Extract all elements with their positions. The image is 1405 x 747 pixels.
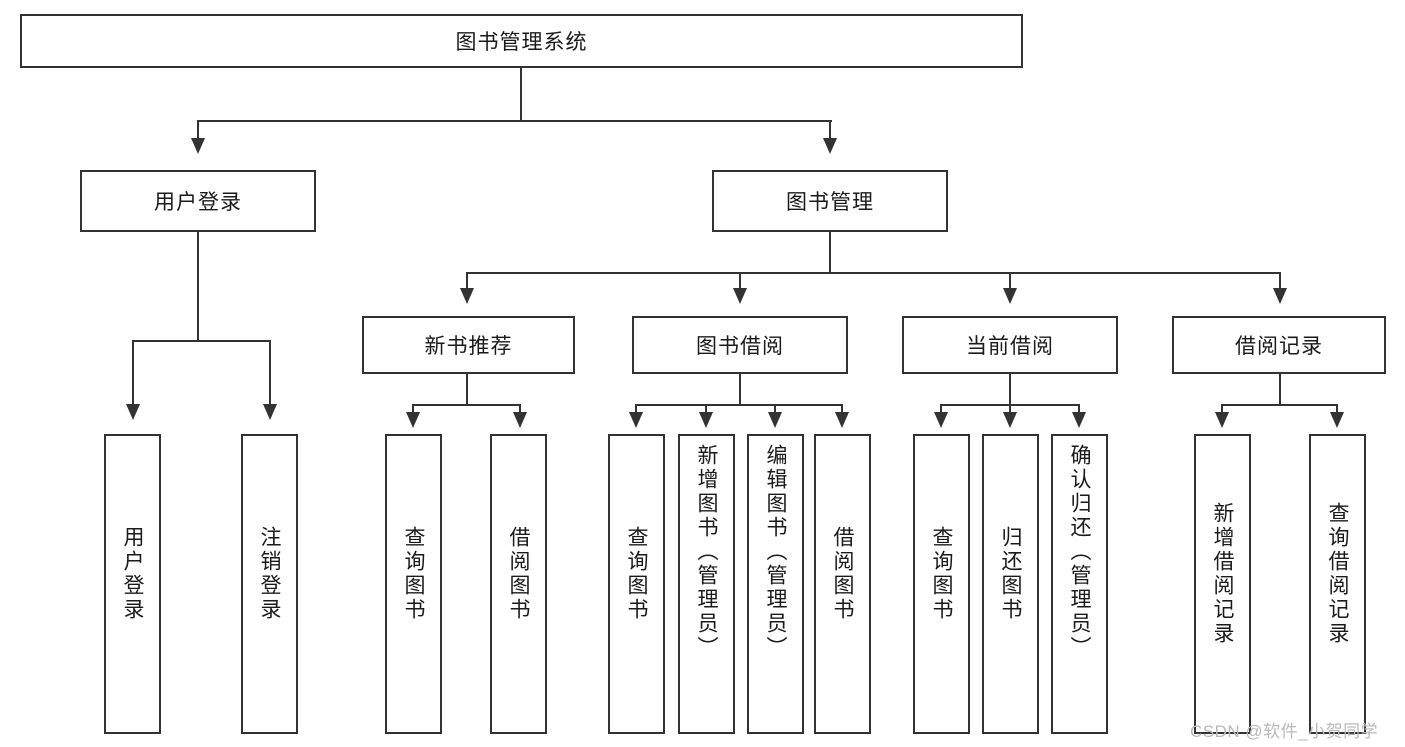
node-book-management-label: 图书管理 [786, 191, 874, 214]
connector-current-borrow-leaf-0 [940, 404, 942, 418]
arrow-book-borrow-leaf-3 [835, 412, 849, 428]
arrow-current-borrow-leaf-1 [1003, 412, 1017, 428]
connector-root-to-user-login [197, 120, 199, 148]
leaf-book-borrow-0[interactable]: 查询图书 [608, 434, 665, 734]
leaf-user-login-0[interactable]: 用户登录 [104, 434, 161, 734]
arrow-current-borrow-leaf-0 [934, 412, 948, 428]
watermark-text: CSDN @软件_小贺同学 [1190, 722, 1379, 741]
arrow-user-login-leaf-0 [126, 404, 140, 420]
connector-current-borrow-leaf-2 [1078, 404, 1080, 418]
arrow-new-book-leaf-1 [513, 412, 527, 428]
connector-user-login-bus [133, 340, 271, 342]
leaf-new-book-0[interactable]: 查询图书 [385, 434, 442, 734]
connector-user-login-leaf-0 [132, 340, 134, 412]
leaf-book-borrow-2[interactable]: 编辑图书（管理员） [747, 434, 804, 734]
connector-book-borrow-leaf-2 [774, 404, 776, 418]
leaf-book-borrow-0-label: 查询图书 [625, 526, 648, 622]
leaf-current-borrow-1-label: 归还图书 [999, 526, 1022, 622]
leaf-new-book-0-label: 查询图书 [402, 526, 425, 622]
connector-book-mgmt-stem [829, 232, 831, 274]
arrow-current-borrow-leaf-2 [1072, 412, 1086, 428]
connector-borrow-record-leaf-1 [1336, 404, 1338, 418]
arrow-new-book-leaf-0 [406, 412, 420, 428]
arrow-book-mgmt-to-borrow-record [1273, 288, 1287, 304]
connector-book-borrow-stem [739, 374, 741, 406]
leaf-current-borrow-0[interactable]: 查询图书 [913, 434, 970, 734]
arrow-book-mgmt-to-current-borrow [1003, 288, 1017, 304]
connector-root-to-book-mgmt [829, 120, 831, 148]
node-new-book-recommend[interactable]: 新书推荐 [362, 316, 575, 374]
connector-user-login-stem [197, 232, 199, 342]
connector-book-borrow-leaf-3 [841, 404, 843, 418]
connector-book-mgmt-to-new-book [466, 272, 468, 296]
node-book-management[interactable]: 图书管理 [712, 170, 948, 232]
leaf-book-borrow-3-label: 借阅图书 [831, 526, 854, 622]
arrow-book-borrow-leaf-0 [629, 412, 643, 428]
node-user-login-label: 用户登录 [154, 191, 242, 214]
leaf-borrow-record-0[interactable]: 新增借阅记录 [1194, 434, 1251, 734]
leaf-user-login-1[interactable]: 注销登录 [241, 434, 298, 734]
leaf-current-borrow-0-label: 查询图书 [930, 526, 953, 622]
connector-current-borrow-leaf-1 [1009, 404, 1011, 418]
connector-new-book-leaf-0 [412, 404, 414, 418]
node-borrow-record-label: 借阅记录 [1235, 335, 1323, 358]
leaf-borrow-record-1-label: 查询借阅记录 [1326, 502, 1349, 646]
arrow-book-borrow-leaf-1 [699, 412, 713, 428]
connector-book-borrow-leaf-1 [705, 404, 707, 418]
arrow-book-mgmt-to-book-borrow [733, 288, 747, 304]
node-book-borrow-label: 图书借阅 [696, 335, 784, 358]
node-root-label: 图书管理系统 [455, 31, 588, 54]
leaf-user-login-0-label: 用户登录 [121, 526, 144, 622]
leaf-new-book-1[interactable]: 借阅图书 [490, 434, 547, 734]
connector-user-login-leaf-1 [269, 340, 271, 412]
leaf-book-borrow-2-label: 编辑图书（管理员） [764, 444, 787, 660]
arrow-root-to-user-login [191, 138, 205, 154]
leaf-current-borrow-2[interactable]: 确认归还（管理员） [1051, 434, 1108, 734]
leaf-book-borrow-1[interactable]: 新增图书（管理员） [678, 434, 735, 734]
leaf-borrow-record-0-label: 新增借阅记录 [1211, 502, 1234, 646]
connector-new-book-leaf-1 [519, 404, 521, 418]
node-book-borrow[interactable]: 图书借阅 [632, 316, 848, 374]
connector-book-borrow-leaf-0 [635, 404, 637, 418]
leaf-borrow-record-1[interactable]: 查询借阅记录 [1309, 434, 1366, 734]
leaf-user-login-1-label: 注销登录 [258, 526, 281, 622]
node-new-book-recommend-label: 新书推荐 [424, 335, 513, 358]
connector-borrow-record-bus [1222, 404, 1338, 406]
leaf-book-borrow-1-label: 新增图书（管理员） [695, 444, 718, 660]
leaf-current-borrow-1[interactable]: 归还图书 [982, 434, 1039, 734]
arrow-root-to-book-mgmt [823, 138, 837, 154]
node-user-login[interactable]: 用户登录 [80, 170, 316, 232]
connector-book-mgmt-bus [467, 272, 1281, 274]
connector-book-mgmt-to-book-borrow [739, 272, 741, 296]
arrow-book-borrow-leaf-2 [768, 412, 782, 428]
node-current-borrow-label: 当前借阅 [966, 335, 1054, 358]
connector-new-book-stem [466, 374, 468, 406]
node-borrow-record[interactable]: 借阅记录 [1172, 316, 1386, 374]
leaf-new-book-1-label: 借阅图书 [507, 526, 530, 622]
arrow-borrow-record-leaf-0 [1215, 412, 1229, 428]
leaf-current-borrow-2-label: 确认归还（管理员） [1068, 444, 1091, 660]
node-root[interactable]: 图书管理系统 [20, 14, 1023, 68]
node-current-borrow[interactable]: 当前借阅 [902, 316, 1118, 374]
connector-book-mgmt-to-borrow-record [1279, 272, 1281, 296]
connector-current-borrow-stem [1009, 374, 1011, 406]
arrow-user-login-leaf-1 [263, 404, 277, 420]
arrow-book-mgmt-to-new-book [460, 288, 474, 304]
arrow-borrow-record-leaf-1 [1330, 412, 1344, 428]
connector-root-bus [198, 120, 832, 122]
leaf-book-borrow-3[interactable]: 借阅图书 [814, 434, 871, 734]
connector-book-mgmt-to-current-borrow [1009, 272, 1011, 296]
connector-root-stem [520, 68, 522, 122]
connector-new-book-bus [413, 404, 521, 406]
connector-book-borrow-bus [636, 404, 842, 406]
connector-borrow-record-stem [1279, 374, 1281, 406]
connector-borrow-record-leaf-0 [1221, 404, 1223, 418]
